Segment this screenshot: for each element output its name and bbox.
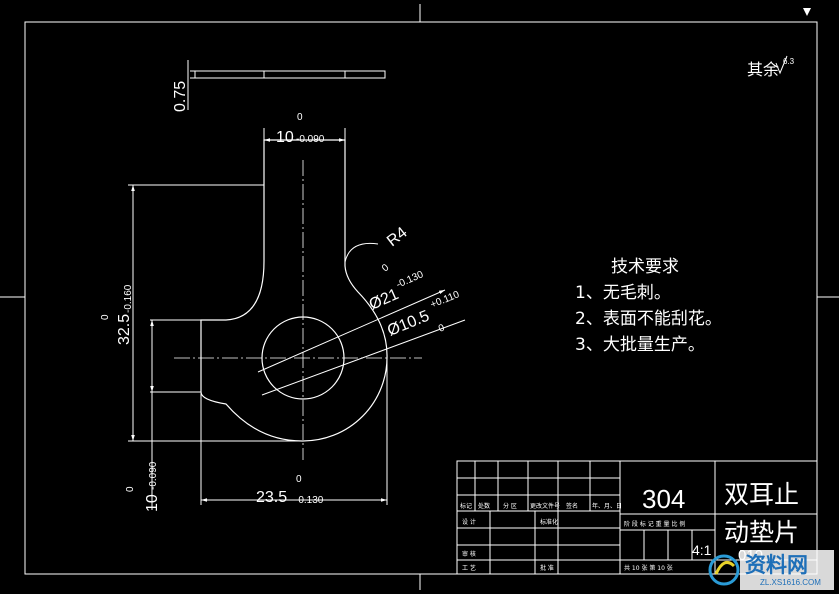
dim-radius: R4 — [384, 224, 411, 250]
watermark-text: 资料网 — [745, 553, 808, 577]
dim-bottom-width: 23.5 — [256, 489, 287, 506]
dim-left-height-tol-lower: -0.160 — [123, 284, 134, 313]
dim-top-width-tol-lower: -0.090 — [296, 134, 325, 145]
dim-left-height-tol-upper: 0 — [100, 314, 111, 320]
dim-bottom-width-tol-upper: 0 — [296, 474, 302, 485]
dim-outer-dia: Ø21 — [367, 286, 402, 314]
material: 304 — [642, 484, 685, 514]
row-label-process: 工 艺 — [462, 564, 476, 572]
surface-finish-note: 其余 6.3 — [747, 55, 795, 79]
tech-req-item-3: 3、大批量生产。 — [575, 335, 705, 355]
top-view: 0.75 — [172, 60, 386, 112]
watermark-url: ZL.XS1616.COM — [760, 578, 821, 587]
dim-left-lower-width-tol-lower: -0.090 — [148, 461, 159, 490]
part-name-line1: 双耳止 — [724, 480, 799, 509]
row-label-approve: 批 准 — [540, 564, 554, 572]
dim-top-width-tol-upper: 0 — [297, 112, 303, 123]
r4-arc — [344, 242, 379, 263]
part-name-line2: 动垫片 — [724, 518, 799, 547]
thickness-dim: 0.75 — [172, 81, 189, 112]
watermark: 资料网 ZL.XS1616.COM — [708, 550, 834, 590]
dim-left-lower-width: 10 — [144, 494, 161, 512]
sheet-info: 共 10 张 第 10 张 — [624, 564, 673, 572]
header-label-1: 标记 — [460, 502, 472, 510]
dim-top-width: 10 — [276, 129, 294, 146]
dimension-lines — [128, 128, 466, 510]
header-label-2: 处数 — [478, 502, 490, 510]
sheet-border — [0, 4, 839, 590]
dim-bottom-width-tol-lower: -0.130 — [295, 495, 324, 506]
header-label-5: 签名 — [566, 502, 578, 510]
surface-finish-value: 6.3 — [783, 57, 795, 66]
tech-req-item-2: 2、表面不能刮花。 — [575, 309, 722, 329]
dim-left-height: 32.5 — [116, 314, 133, 345]
stage-labels: 阶 段 标 记 重 量 比 例 — [624, 520, 685, 528]
surface-finish-label: 其余 — [747, 60, 779, 79]
row-label-standard: 标准化 — [540, 518, 558, 526]
dimension-texts: 10 0 -0.090 32.5 0 -0.160 10 0 -0.090 23… — [100, 112, 461, 512]
part-outline — [174, 139, 422, 460]
tech-req-item-1: 1、无毛刺。 — [575, 283, 671, 303]
header-label-3: 分 区 — [503, 502, 517, 510]
header-label-6: 年、月、日 — [592, 502, 622, 510]
dim-outer-dia-tol: -0.130 — [395, 269, 426, 291]
scale: 4:1 — [692, 542, 712, 558]
dim-left-lower-width-tol-upper: 0 — [125, 486, 136, 492]
orientation-mark-icon — [803, 8, 811, 16]
dim-hole-dia-tol-lower: 0 — [437, 322, 447, 334]
row-label-design: 设 计 — [462, 518, 476, 526]
dim-hole-dia-tol-upper: +0.110 — [429, 289, 461, 311]
tech-req-title: 技术要求 — [611, 257, 679, 277]
tech-requirements: 技术要求 1、无毛刺。 2、表面不能刮花。 3、大批量生产。 — [575, 257, 722, 355]
roughness-symbol-icon — [775, 55, 788, 75]
header-label-4: 更改文件号 — [530, 502, 560, 510]
watermark-logo-icon — [708, 554, 740, 586]
dim-radius-tol: 0 — [380, 262, 392, 274]
row-label-review: 审 核 — [462, 550, 476, 558]
